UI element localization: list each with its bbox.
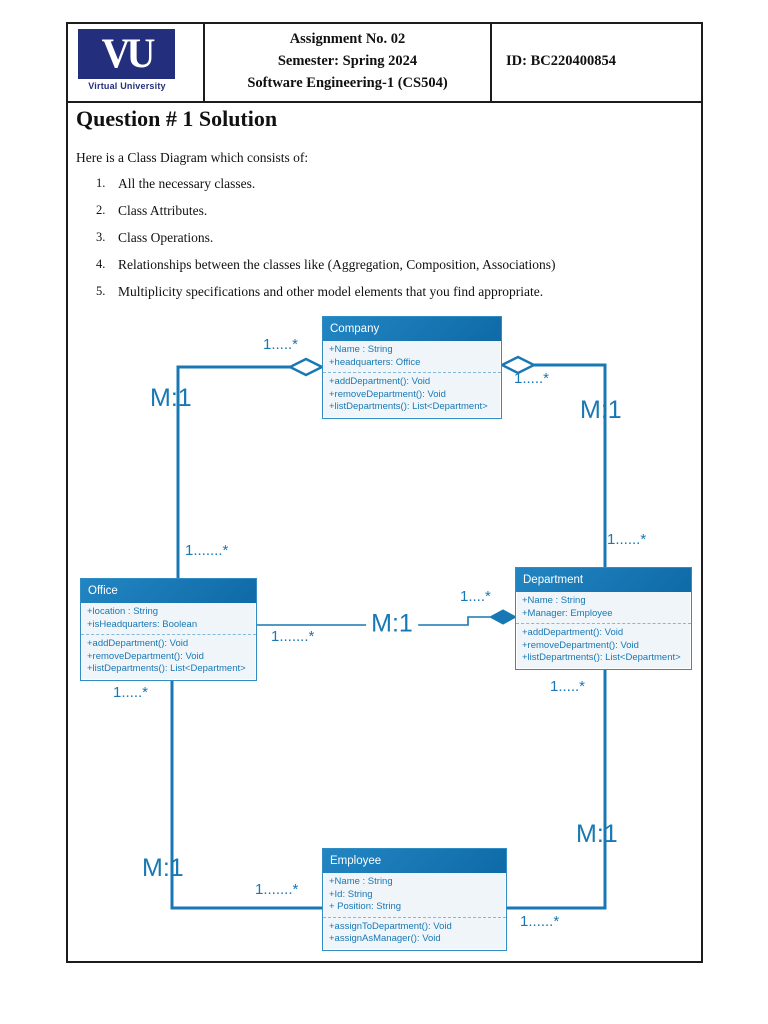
list-text: Relationships between the classes like (… xyxy=(118,257,556,272)
operation: +assignToDepartment(): Void xyxy=(329,920,452,932)
attribute: +Name : String xyxy=(329,876,393,887)
multiplicity-ratio-label: M:1 xyxy=(576,820,618,848)
list-text: Multiplicity specifications and other mo… xyxy=(118,284,544,299)
question-intro: Here is a Class Diagram which consists o… xyxy=(76,150,309,165)
company-attributes: +Name : String +headquarters: Office xyxy=(323,341,501,374)
multiplicity-label: 1.......* xyxy=(185,542,229,559)
attribute: +Manager: Employee xyxy=(522,607,613,619)
company-operations: +addDepartment(): Void +removeDepartment… xyxy=(323,373,501,418)
attribute: +Name : String xyxy=(522,595,586,606)
list-item: 3. Class Operations. xyxy=(96,230,213,246)
vu-logo-letters: VU xyxy=(101,29,156,78)
multiplicity-label: 1.....* xyxy=(113,684,149,701)
operation: +removeDepartment(): Void xyxy=(329,388,446,400)
assignment-number: Assignment No. 02 xyxy=(289,31,406,47)
composition-diamond-department xyxy=(488,609,518,625)
attribute: +isHeadquarters: Boolean xyxy=(87,618,198,630)
aggregation-line-company-department xyxy=(534,363,607,572)
association-line-office-employee xyxy=(170,675,324,910)
multiplicity-label: 1......* xyxy=(607,531,647,548)
office-attributes: +location : String +isHeadquarters: Bool… xyxy=(81,603,256,636)
list-number: 1. xyxy=(96,176,106,190)
multiplicity-label: 1.......* xyxy=(271,628,315,645)
operation: +assignAsManager(): Void xyxy=(329,933,441,945)
association-line-office-department xyxy=(257,616,490,626)
vu-logo: VU xyxy=(78,29,175,79)
semester: Semester: Spring 2024 xyxy=(277,53,418,69)
class-box-department: Department +Name : String +Manager: Empl… xyxy=(515,567,692,670)
multiplicity-label: 1.......* xyxy=(255,881,299,898)
aggregation-diamond-company-office xyxy=(287,357,325,377)
header-table: VU Virtual University Assignment No. 02 … xyxy=(66,22,703,103)
assignment-title-cell: Assignment No. 02 Semester: Spring 2024 … xyxy=(205,22,492,101)
multiplicity-label: 1.....* xyxy=(550,678,586,695)
class-title-employee: Employee xyxy=(323,849,506,873)
attribute: +Name : String xyxy=(329,344,393,355)
question-title: Question # 1 Solution xyxy=(76,106,278,131)
class-box-office: Office +location : String +isHeadquarter… xyxy=(80,578,257,681)
multiplicity-ratio-label: M:1 xyxy=(580,396,622,424)
office-operations: +addDepartment(): Void +removeDepartment… xyxy=(81,635,256,680)
aggregation-diamond-company-department xyxy=(499,355,537,375)
multiplicity-label: 1....* xyxy=(460,588,491,605)
attribute: +headquarters: Office xyxy=(329,356,421,368)
list-text: All the necessary classes. xyxy=(118,176,256,191)
employee-operations: +assignToDepartment(): Void +assignAsMan… xyxy=(323,918,506,950)
class-box-company: Company +Name : String +headquarters: Of… xyxy=(322,316,502,419)
class-title-company: Company xyxy=(323,317,501,341)
operation: +addDepartment(): Void xyxy=(522,627,624,639)
multiplicity-label: 1.....* xyxy=(263,336,299,353)
list-text: Class Operations. xyxy=(118,230,214,245)
list-item: 1. All the necessary classes. xyxy=(96,176,255,192)
department-attributes: +Name : String +Manager: Employee xyxy=(516,592,691,625)
operation: +removeDepartment(): Void xyxy=(87,650,204,662)
class-title-department: Department xyxy=(516,568,691,592)
operation: +addDepartment(): Void xyxy=(87,638,189,650)
department-operations: +addDepartment(): Void +removeDepartment… xyxy=(516,624,691,669)
logo-cell: VU Virtual University xyxy=(66,22,205,101)
list-item: 2. Class Attributes. xyxy=(96,203,207,219)
multiplicity-label: 1......* xyxy=(520,913,560,930)
multiplicity-ratio-label: M:1 xyxy=(366,609,418,639)
course-name: Software Engineering-1 (CS504) xyxy=(247,75,448,91)
attribute: +Id: String xyxy=(329,888,373,900)
student-id-cell: ID: BC220400854 xyxy=(492,22,703,101)
aggregation-line-company-office xyxy=(176,365,292,582)
operation: +addDepartment(): Void xyxy=(329,376,431,388)
operation: +removeDepartment(): Void xyxy=(522,639,639,651)
operation: +listDepartments(): List<Department> xyxy=(329,401,488,413)
list-number: 3. xyxy=(96,230,106,244)
operation: +listDepartments(): List<Department> xyxy=(87,663,246,675)
class-box-employee: Employee +Name : String +Id: String + Po… xyxy=(322,848,507,951)
list-item: 4. Relationships between the classes lik… xyxy=(96,257,556,273)
attribute: + Position: String xyxy=(329,901,402,913)
list-number: 5. xyxy=(96,284,106,298)
attribute: +location : String xyxy=(87,606,159,617)
multiplicity-ratio-label: M:1 xyxy=(142,854,184,882)
association-line-department-employee xyxy=(505,668,607,910)
employee-attributes: +Name : String +Id: String + Position: S… xyxy=(323,873,506,918)
vu-logo-caption: Virtual University xyxy=(88,81,166,91)
class-title-office: Office xyxy=(81,579,256,603)
list-text: Class Attributes. xyxy=(118,203,208,218)
list-number: 4. xyxy=(96,257,106,271)
list-item: 5. Multiplicity specifications and other… xyxy=(96,284,543,300)
operation: +listDepartments(): List<Department> xyxy=(522,652,681,664)
multiplicity-label: 1.....* xyxy=(514,370,550,387)
multiplicity-ratio-label: M:1 xyxy=(150,384,192,412)
student-id: ID: BC220400854 xyxy=(506,53,616,69)
list-number: 2. xyxy=(96,203,106,217)
